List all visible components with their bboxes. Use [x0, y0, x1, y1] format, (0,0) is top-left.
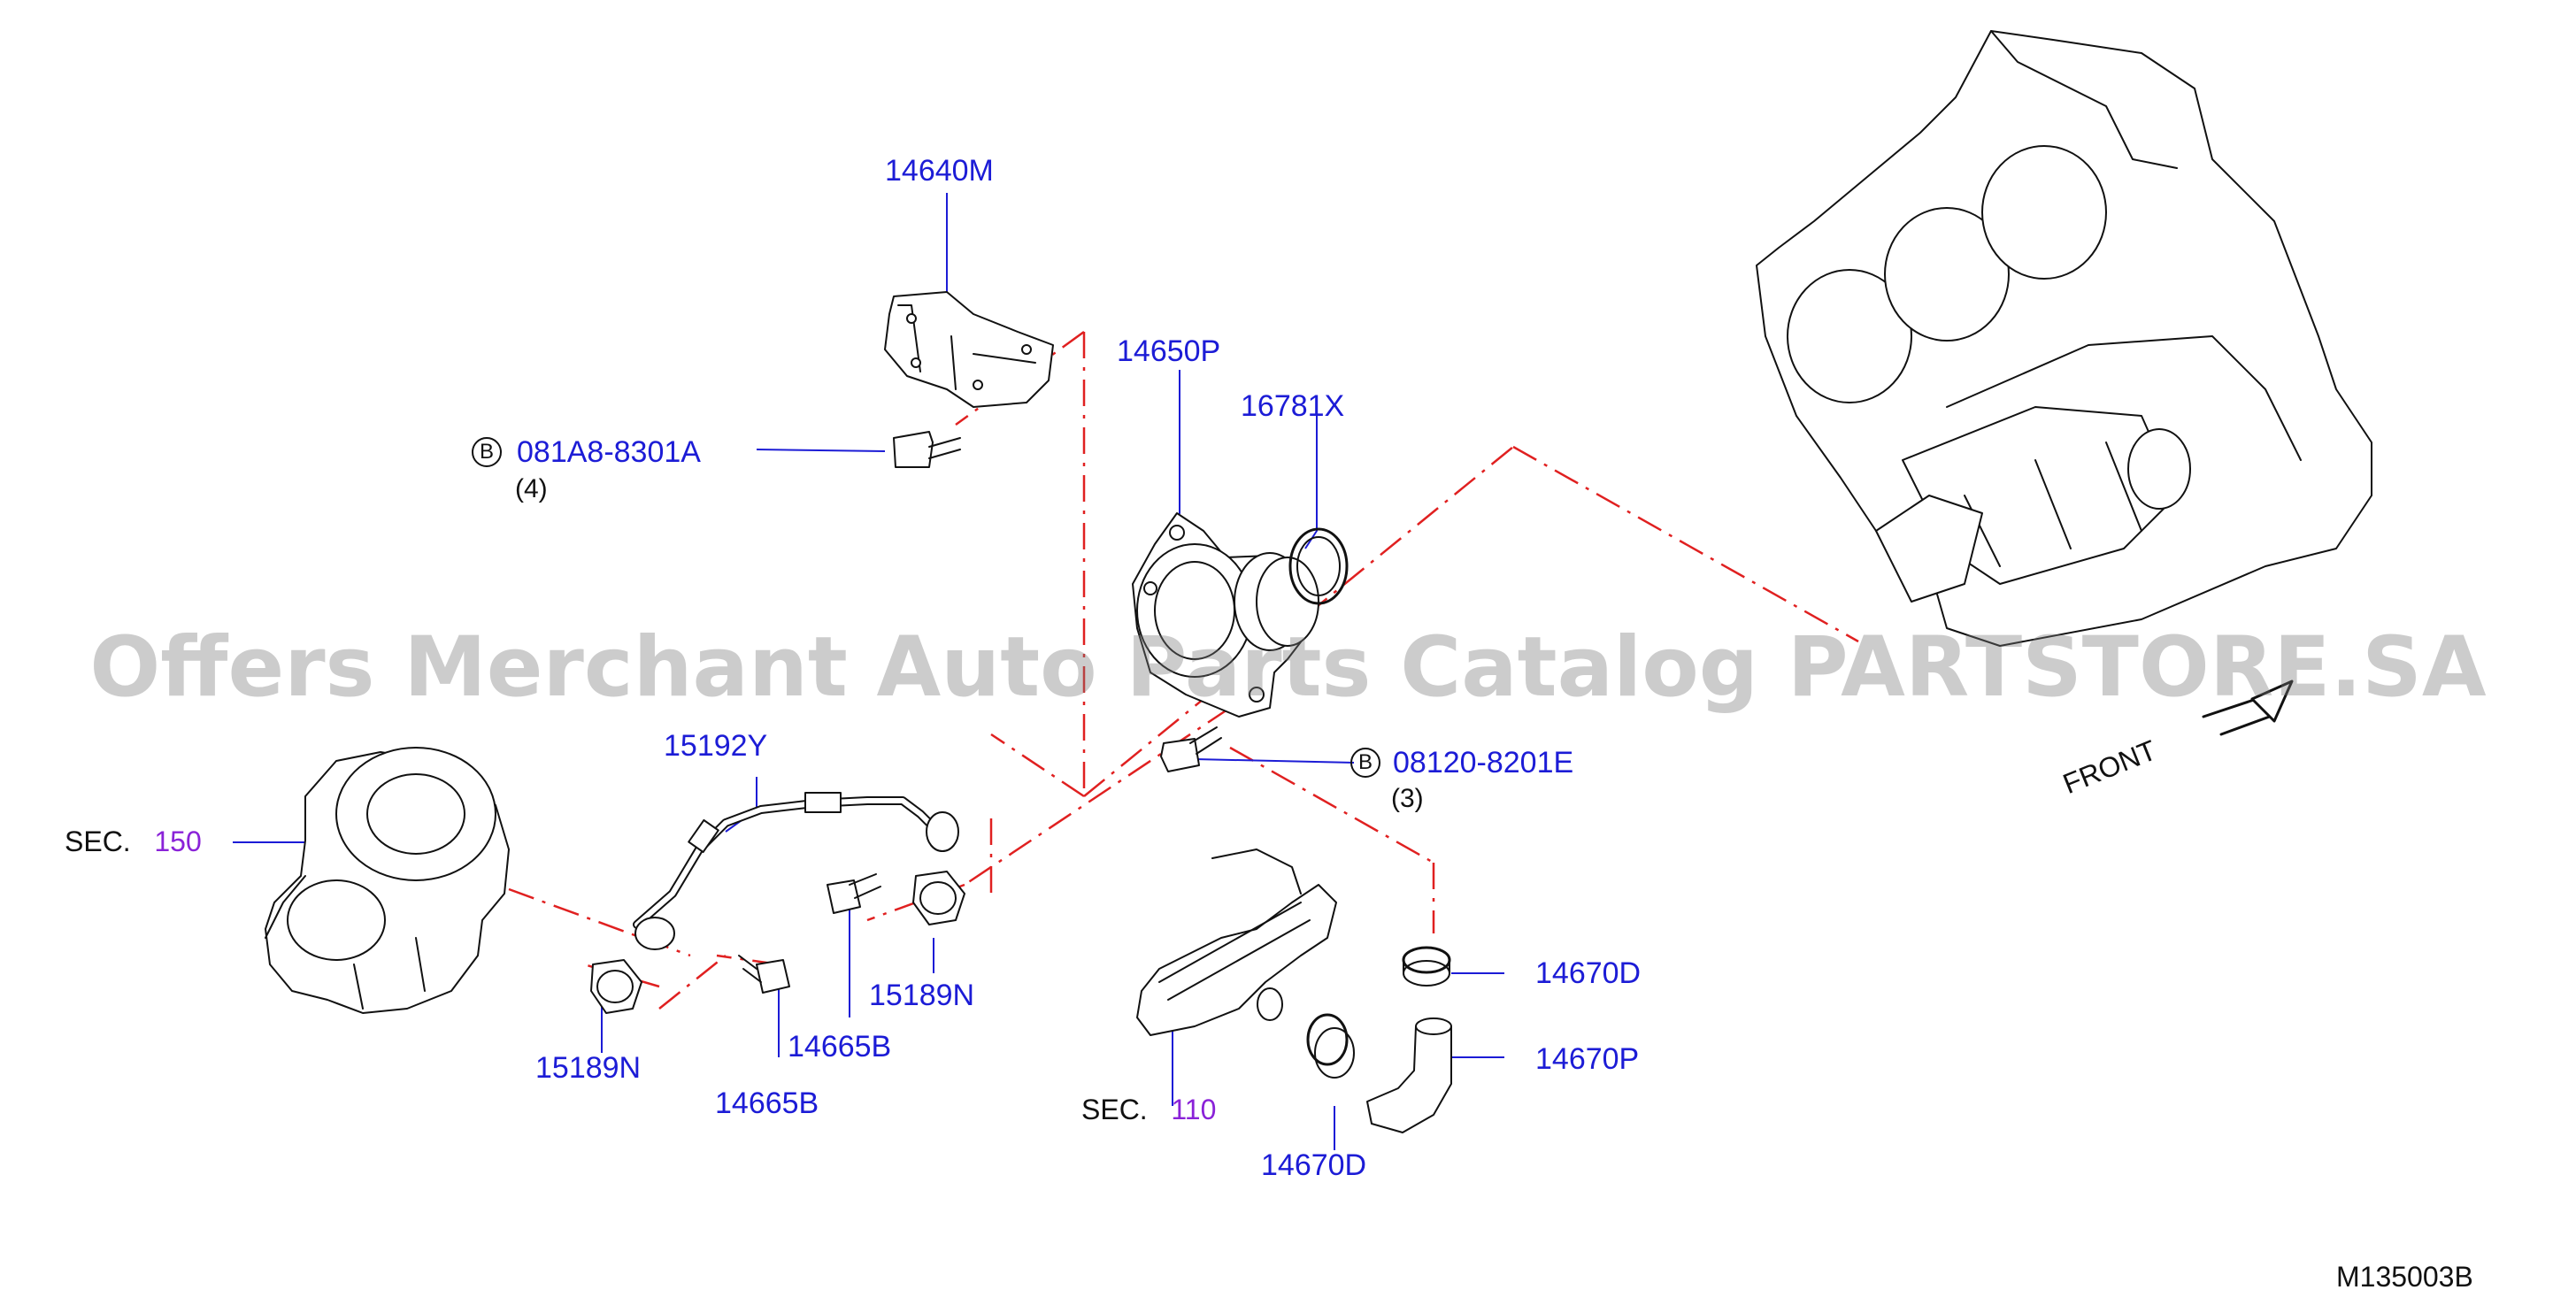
engine-block-drawing	[1756, 30, 2372, 647]
callout-clamp-upper[interactable]: 14670D	[1535, 956, 1642, 990]
callout-hose[interactable]: 14670P	[1535, 1042, 1640, 1076]
bolt-upper-drawing	[893, 431, 961, 468]
section-prefix: SEC.	[65, 825, 131, 857]
gasket-left-drawing	[590, 959, 642, 1014]
oring-drawing	[1288, 527, 1349, 605]
callout-bracket[interactable]: 14640M	[885, 154, 994, 188]
housing-drawing	[1132, 512, 1319, 718]
qty-bolt-upper: (4)	[515, 474, 548, 503]
section-ref-pipe: SEC. 110	[1081, 1095, 1216, 1124]
callout-bolt-right[interactable]: 14665B	[788, 1030, 892, 1063]
pipe-drawing	[1136, 848, 1337, 1036]
bolt-badge-upper: B	[472, 437, 502, 467]
bolt-right-drawing	[827, 873, 881, 914]
qty-bolt-lower: (3)	[1391, 784, 1424, 813]
clamp-upper-drawing	[1402, 946, 1451, 987]
section-ref-turbo: SEC. 150	[65, 827, 202, 856]
bolt-badge-lower: B	[1350, 748, 1380, 778]
diagram-code: M135003B	[2336, 1261, 2473, 1293]
section-prefix: SEC.	[1081, 1094, 1148, 1125]
callout-bolt-lower[interactable]: 08120-8201E	[1393, 746, 1574, 779]
callout-clamp-lower[interactable]: 14670D	[1261, 1148, 1367, 1182]
part-illustrations	[265, 30, 2372, 1133]
section-number-150[interactable]: 150	[154, 825, 202, 857]
callout-bolt-left[interactable]: 14665B	[715, 1086, 819, 1120]
callout-gasket-left[interactable]: 15189N	[535, 1051, 642, 1085]
bolt-lower-drawing	[1160, 726, 1222, 772]
callout-oring[interactable]: 16781X	[1241, 389, 1345, 423]
section-number-110[interactable]: 110	[1171, 1094, 1217, 1125]
gasket-right-drawing	[912, 871, 965, 925]
callout-gasket-right[interactable]: 15189N	[869, 979, 975, 1012]
callout-tube[interactable]: 15192Y	[664, 729, 768, 763]
callout-bolt-upper[interactable]: 081A8-8301A	[517, 435, 701, 469]
clamp-lower-drawing	[1306, 1013, 1355, 1079]
callout-housing[interactable]: 14650P	[1117, 334, 1221, 368]
bracket-drawing	[884, 291, 1054, 408]
hose-drawing	[1366, 1017, 1452, 1133]
front-arrow-icon	[2202, 680, 2294, 736]
bolt-left-drawing	[738, 955, 790, 994]
tube-drawing	[633, 792, 959, 950]
turbocharger-drawing	[265, 747, 510, 1014]
